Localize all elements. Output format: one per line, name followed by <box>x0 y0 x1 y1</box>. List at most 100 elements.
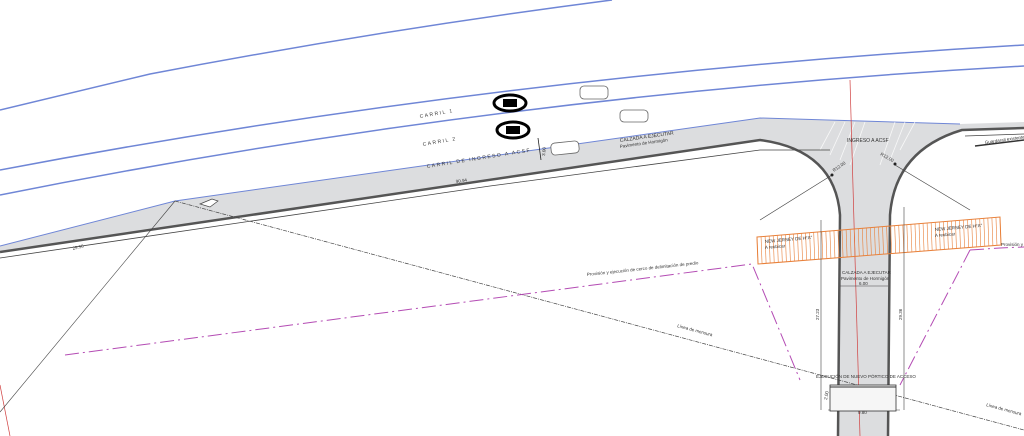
hatch-line <box>768 235 771 264</box>
hatch-line <box>979 218 982 247</box>
radius-right: R12.00 <box>880 152 895 164</box>
hatch-line <box>841 229 844 258</box>
hatch-line <box>898 225 901 253</box>
axis-line-left <box>0 384 11 436</box>
hatch-line <box>756 236 759 265</box>
dim-right-vertical: 29.36 <box>898 308 903 320</box>
hatch-line <box>975 218 977 247</box>
hatch-line <box>776 235 779 263</box>
label-linea-mensura-1: Línea de mensura <box>677 323 714 337</box>
label-calzada-mid: CALZADA A EJECUTAR <box>842 270 892 275</box>
vehicles <box>550 85 649 156</box>
hatch-line <box>789 234 791 262</box>
hatch-line <box>845 229 848 258</box>
hatch-line <box>918 223 921 252</box>
hatch-line <box>825 231 828 259</box>
road-top-edge <box>0 117 961 247</box>
hatch-line <box>870 227 872 256</box>
label-provision-right: Provisión y <box>1001 242 1024 247</box>
hatch-line <box>785 234 787 262</box>
hatch-line <box>793 233 795 262</box>
hatch-line <box>878 226 880 255</box>
hatch-line <box>926 222 929 251</box>
label-linea-mensura-2: Línea de mensura <box>986 402 1023 416</box>
hatch-line <box>991 217 994 246</box>
lane-symbol-2 <box>495 120 531 140</box>
hatch-line <box>797 233 799 261</box>
junction-hatch <box>819 121 916 166</box>
road-right-edge <box>886 126 1024 436</box>
label-pavimento-mid: Pavimento de Hormigón <box>841 276 890 281</box>
linea-mensura <box>174 200 1024 431</box>
portico <box>829 384 897 412</box>
label-pavimento-top: Pavimento de Hormigón <box>619 137 668 149</box>
hatch-line <box>801 233 803 261</box>
hatch-line <box>938 221 941 250</box>
lane-line-2 <box>0 44 1024 171</box>
hatch-line <box>902 224 905 253</box>
label-carril-1: CARRIL 1 <box>419 108 454 120</box>
hatch-line <box>967 219 969 248</box>
hatch-line <box>959 220 961 249</box>
dim-portico-w: 9.80 <box>858 410 867 415</box>
hatch-line <box>781 234 783 263</box>
hatch-line <box>995 217 998 246</box>
hatch-line <box>817 231 820 260</box>
hatch-line <box>943 221 945 250</box>
hatch-line <box>987 217 990 246</box>
lane-line-3 <box>0 65 1024 196</box>
hatch-line <box>890 225 892 254</box>
hatch-line <box>930 222 933 251</box>
hatch-line <box>764 236 767 264</box>
direction-arrow <box>198 198 219 208</box>
dim-left: 29.56 <box>72 243 85 251</box>
hatch-line <box>813 232 815 260</box>
label-guardarail: Guardarail existente <box>984 134 1024 145</box>
label-nj-left: NEW JERSEY DE H°A° <box>765 235 813 244</box>
label-nj-right: NEW JERSEY DE H°A° <box>935 223 983 232</box>
new-jersey-bar <box>756 216 1002 265</box>
hatch-line <box>837 230 840 258</box>
guardarail-line <box>974 139 1024 147</box>
offset-line <box>0 149 830 259</box>
hatch-line <box>829 230 832 259</box>
hatch-line <box>947 221 949 250</box>
hatch-line <box>886 226 888 254</box>
label-nj-left-sub: A reubicar <box>765 243 786 250</box>
label-nj-right-sub: A reubicar <box>935 231 956 238</box>
label-provision-cerco: Provisión y ejecución de cerco de delimi… <box>587 260 699 277</box>
hatch-line <box>809 232 811 260</box>
dim-width-top: 6.00 <box>859 281 868 286</box>
hatch-line <box>833 230 836 258</box>
hatch-line <box>760 236 763 264</box>
label-carril-2: CARRIL 2 <box>422 136 457 148</box>
hatch-line <box>874 227 876 255</box>
hatch-line <box>914 223 917 252</box>
hatch-line <box>963 219 965 248</box>
label-ingreso: INGRESO A ACSF <box>847 138 889 144</box>
hatch-line <box>894 225 896 254</box>
road-surface <box>0 118 1024 436</box>
offset-line-right <box>964 133 1024 137</box>
hatch-line <box>772 235 775 263</box>
dim-lane-width: 3.00 <box>541 146 547 156</box>
hatch-line <box>951 220 953 249</box>
hatch-line <box>934 222 937 251</box>
hatch-line <box>853 228 856 257</box>
hatch-line <box>906 224 909 253</box>
axis-line <box>849 79 861 436</box>
lane-symbol-1 <box>492 93 528 113</box>
hatch-line <box>971 219 973 248</box>
hatch-line <box>955 220 957 249</box>
hatch-line <box>857 228 860 257</box>
hatch-line <box>882 226 884 255</box>
dim-curve: 90.94 <box>455 177 467 184</box>
fence-line <box>64 246 1024 386</box>
road-bottom-edge <box>0 138 842 436</box>
hatch-line <box>805 232 807 261</box>
lane-line-1 <box>0 0 613 111</box>
dim-left-vertical: 27.23 <box>815 308 820 320</box>
hatch-line <box>821 231 824 259</box>
hatch-line <box>922 223 925 252</box>
